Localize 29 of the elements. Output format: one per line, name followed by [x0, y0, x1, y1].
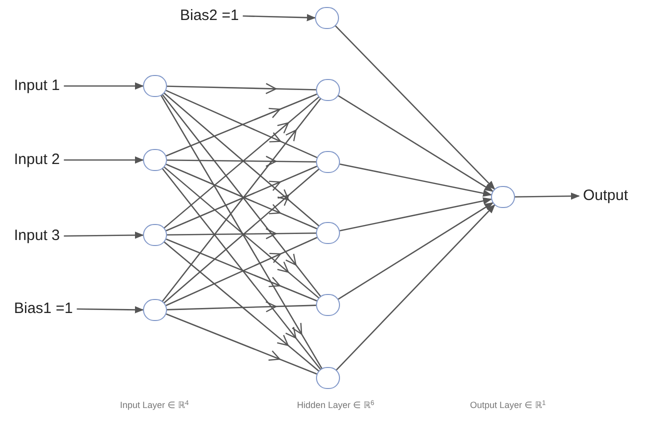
arrow	[338, 202, 494, 300]
node-label: Input 3	[14, 227, 60, 245]
arrow	[166, 82, 316, 94]
arrow	[64, 82, 144, 90]
arrow	[64, 156, 144, 164]
arrow	[340, 197, 492, 232]
layer-label: Input Layer ∈ ℝ$^{4}$	[120, 400, 189, 411]
layer-label: Output Layer ∈ ℝ$^{1}$	[470, 400, 546, 411]
arrow	[514, 192, 580, 200]
arrow	[242, 14, 316, 22]
arrow	[160, 95, 322, 369]
node-label: Bias1 =1	[14, 300, 73, 318]
arrow	[164, 242, 320, 372]
node-label: Output	[583, 187, 628, 205]
node-label: Input 2	[14, 151, 60, 169]
arrow	[166, 313, 318, 375]
arrow	[334, 25, 496, 190]
arrow	[340, 164, 492, 197]
layer-label: Hidden Layer ∈ ℝ$^{6}$	[297, 400, 374, 411]
node-label: Bias2 =1	[180, 7, 239, 25]
arrow	[162, 168, 322, 370]
node-label: Input 1	[14, 77, 60, 95]
arrow	[336, 204, 496, 371]
arrow	[167, 156, 316, 167]
arrow	[64, 232, 144, 239]
arrow	[167, 228, 316, 240]
arrow	[166, 301, 316, 312]
arrow	[76, 306, 144, 314]
arrow	[338, 95, 494, 192]
